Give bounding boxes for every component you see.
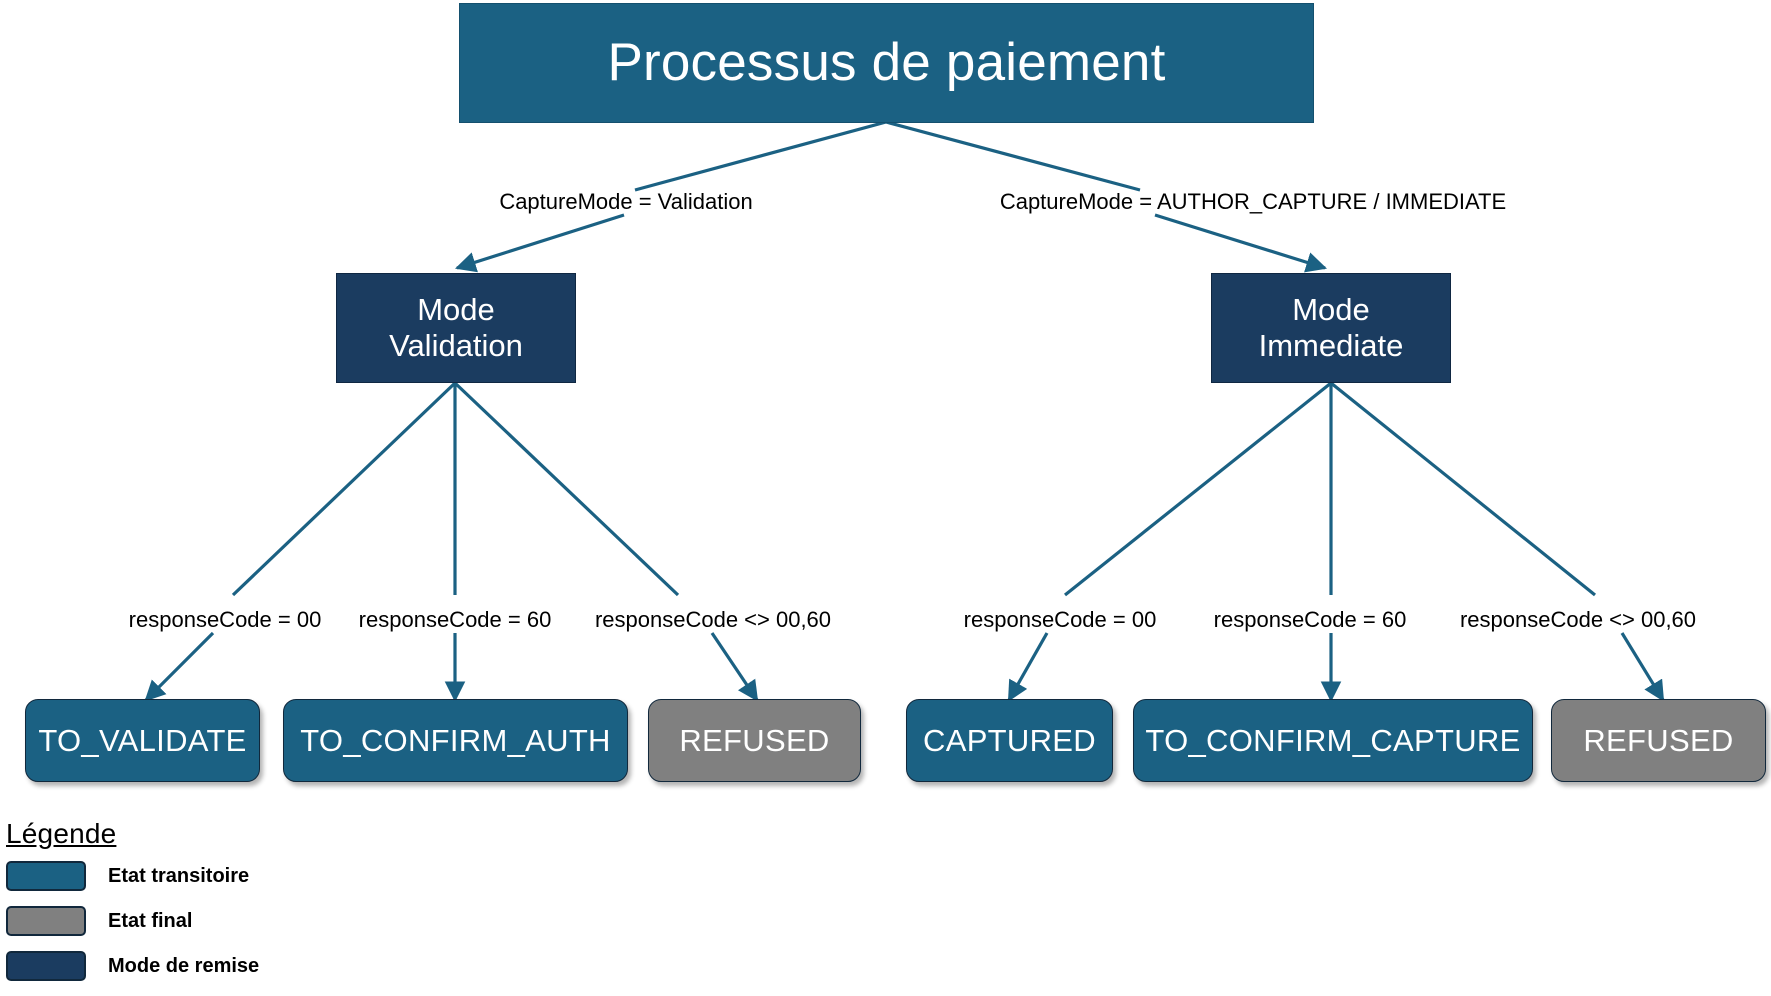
- node-state-label: TO_CONFIRM_AUTH: [300, 722, 611, 758]
- edge-title-to-immediate: [885, 120, 1141, 192]
- edge-label-capturemode-author-capture: CaptureMode = AUTHOR_CAPTURE / IMMEDIATE: [1000, 189, 1506, 215]
- legend-item-transient: Etat transitoire: [6, 857, 259, 895]
- edge-label-responsecode-60-validation: responseCode = 60: [359, 607, 552, 633]
- node-state-label: REFUSED: [679, 722, 830, 758]
- edge-label-text: responseCode = 60: [1213, 607, 1407, 632]
- node-title-label: Processus de paiement: [607, 33, 1166, 93]
- legend-swatch-mode: [6, 951, 86, 981]
- node-state-to-confirm-auth[interactable]: TO_CONFIRM_AUTH: [283, 699, 628, 782]
- edge-label-responsecode-other-validation: responseCode <> 00,60: [595, 607, 831, 633]
- legend-title: Légende: [6, 818, 117, 849]
- edge-label-text: responseCode = 00: [128, 607, 322, 632]
- edge-cond00-to-to-validate: [144, 631, 215, 702]
- edge-immother-to-refused-right: [1620, 632, 1665, 702]
- edge-label-responsecode-60-immediate: responseCode = 60: [1214, 607, 1407, 633]
- node-state-label: CAPTURED: [923, 722, 1096, 758]
- node-processus-de-paiement[interactable]: Processus de paiement: [459, 3, 1314, 123]
- edge-label-responsecode-other-immediate: responseCode <> 00,60: [1460, 607, 1696, 633]
- edge-modeval-to-condother: [453, 381, 680, 597]
- node-mode-validation[interactable]: Mode Validation: [336, 273, 576, 383]
- legend-item-mode: Mode de remise: [6, 947, 259, 985]
- edge-label-text: responseCode <> 00,60: [594, 607, 832, 632]
- node-mode-immediate[interactable]: Mode Immediate: [1211, 273, 1451, 383]
- edge-immediate-to-mode: [1154, 213, 1327, 273]
- edge-label-text: responseCode = 00: [963, 607, 1157, 632]
- node-mode-label: Mode Immediate: [1258, 292, 1404, 363]
- edge-label-responsecode-00-immediate: responseCode = 00: [964, 607, 1157, 633]
- node-mode-label: Mode Validation: [389, 292, 523, 363]
- edge-label-capturemode-validation: CaptureMode = Validation: [499, 189, 752, 215]
- legend: Légende Etat transitoire Etat final Mode…: [6, 818, 259, 992]
- node-state-to-validate[interactable]: TO_VALIDATE: [25, 699, 260, 782]
- legend-label-final: Etat final: [108, 909, 193, 932]
- legend-swatch-final: [6, 906, 86, 936]
- edge-label-responsecode-00-validation: responseCode = 00: [129, 607, 322, 633]
- edge-label-text: CaptureMode = AUTHOR_CAPTURE / IMMEDIATE: [999, 189, 1507, 214]
- legend-label-transient: Etat transitoire: [108, 864, 250, 887]
- edge-modeval-to-cond00: [231, 381, 457, 597]
- edge-imm00-to-captured: [1007, 632, 1049, 702]
- legend-swatch-transient: [6, 861, 86, 891]
- edge-modeimm-to-cond00: [1064, 381, 1332, 597]
- node-state-to-confirm-capture[interactable]: TO_CONFIRM_CAPTURE: [1133, 699, 1533, 782]
- edge-modeimm-to-condother: [1329, 381, 1597, 597]
- node-state-label: TO_CONFIRM_CAPTURE: [1145, 722, 1521, 758]
- edge-label-text: responseCode = 60: [358, 607, 552, 632]
- node-state-captured[interactable]: CAPTURED: [906, 699, 1113, 782]
- edge-label-text: CaptureMode = Validation: [499, 189, 753, 214]
- edge-validation-to-mode: [455, 213, 625, 273]
- node-state-label: TO_VALIDATE: [38, 722, 247, 758]
- legend-label-mode: Mode de remise: [108, 954, 260, 977]
- edge-label-text: responseCode <> 00,60: [1459, 607, 1697, 632]
- node-state-refused-right[interactable]: REFUSED: [1551, 699, 1766, 782]
- edge-condother-to-refused-left: [710, 632, 759, 702]
- node-state-label: REFUSED: [1583, 722, 1734, 758]
- edge-title-to-validation: [634, 120, 887, 192]
- node-state-refused-left[interactable]: REFUSED: [648, 699, 861, 782]
- legend-item-final: Etat final: [6, 902, 259, 940]
